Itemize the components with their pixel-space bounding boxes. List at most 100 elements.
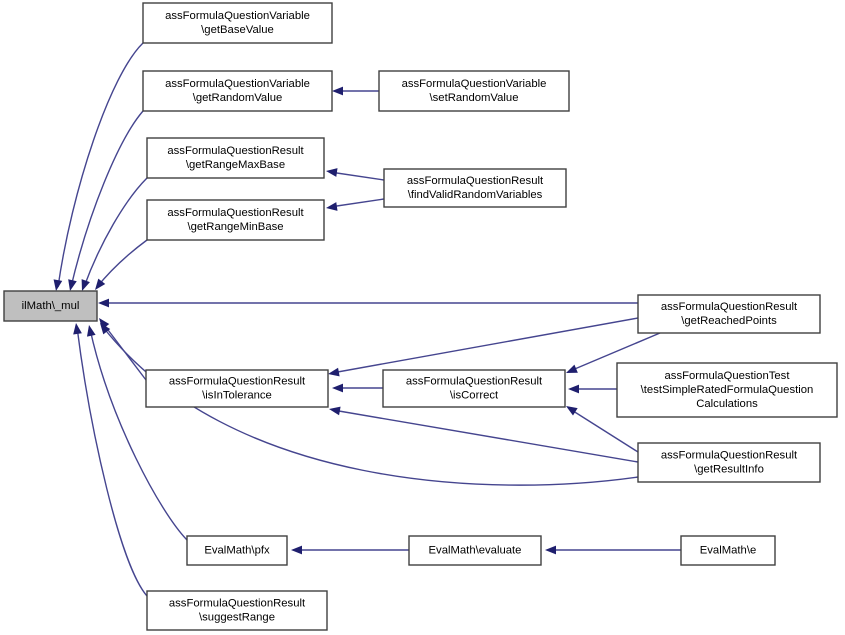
edge-getReachedPoints-to-isInTolerance <box>328 317 639 377</box>
node-label-line: \getRandomValue <box>193 92 283 104</box>
arrow-head-icon <box>329 406 341 416</box>
node-box[interactable] <box>616 362 838 418</box>
edge-findValidRandomVariables-to-getRangeMaxBase <box>326 168 385 181</box>
node-label-line: EvalMath\pfx <box>204 544 270 556</box>
edge-line <box>331 317 639 374</box>
edge-findValidRandomVariables-to-getRangeMinBase <box>326 198 385 211</box>
node-isCorrect[interactable]: assFormulaQuestionResult \isCorrect <box>382 369 566 408</box>
edge-getRandomValue-to-mul <box>68 110 144 291</box>
node-box[interactable] <box>383 168 567 208</box>
edge-line <box>329 171 385 181</box>
node-box[interactable] <box>637 294 821 334</box>
arrow-head-icon <box>81 279 90 291</box>
node-findValidRandomVariables[interactable]: assFormulaQuestionResult \findValidRandom… <box>383 168 567 208</box>
node-label-line: \getBaseValue <box>201 24 274 36</box>
node-suggestRange[interactable]: assFormulaQuestionResult\suggestRange <box>146 590 328 631</box>
node-box[interactable] <box>145 369 329 408</box>
node-box[interactable] <box>382 369 566 408</box>
node-label-line: \getRangeMaxBase <box>186 159 285 171</box>
arrow-head-icon <box>326 168 338 177</box>
node-getBaseValue[interactable]: assFormulaQuestionVariable \getBaseValue <box>142 2 333 44</box>
node-box[interactable] <box>146 199 325 241</box>
arrow-head-icon <box>332 86 343 96</box>
edge-isCorrect-to-isInTolerance <box>332 383 383 393</box>
edge-getReachedPoints-to-mul <box>98 298 638 308</box>
node-label-line: ilMath\_mul <box>22 300 80 312</box>
node-box[interactable] <box>146 137 325 179</box>
arrow-head-icon <box>291 545 302 555</box>
node-label-line: \getRangeMinBase <box>187 221 283 233</box>
arrow-head-icon <box>545 545 556 555</box>
edge-getResultInfo-to-isCorrect <box>566 406 639 453</box>
node-box[interactable] <box>637 442 821 483</box>
node-label-line: \getReachedPoints <box>681 315 777 327</box>
arrow-head-icon <box>566 364 578 373</box>
edge-getRangeMaxBase-to-mul <box>81 177 148 291</box>
node-label-line: Calculations <box>696 398 758 410</box>
node-setRandomValue[interactable]: assFormulaQuestionVariable \setRandomValu… <box>378 70 570 112</box>
node-evaluate[interactable]: EvalMath\evaluate <box>408 535 542 566</box>
node-label-line: assFormulaQuestionResult <box>406 375 543 387</box>
node-label-line: assFormulaQuestionVariable <box>165 78 310 90</box>
node-getRangeMinBase[interactable]: assFormulaQuestionResult\getRangeMinBase <box>146 199 325 241</box>
edge-line <box>76 326 148 597</box>
node-label-line: assFormulaQuestionVariable <box>402 78 547 90</box>
edge-suggestRange-to-mul <box>73 323 148 597</box>
node-box[interactable] <box>146 590 328 631</box>
arrow-head-icon <box>53 279 63 291</box>
node-label-line: assFormulaQuestionResult <box>661 301 798 313</box>
edge-setRandomValue-to-getRandomValue <box>332 86 379 96</box>
node-label-line: assFormulaQuestionResult <box>169 375 306 387</box>
node-label-line: \testSimpleRatedFormulaQuestion <box>641 384 814 396</box>
node-getReachedPoints[interactable]: assFormulaQuestionResult \getReachedPoint… <box>637 294 821 334</box>
edge-evaluate-to-pfx <box>291 545 409 555</box>
node-label-line: assFormulaQuestionTest <box>665 370 791 382</box>
edge-line <box>70 110 144 288</box>
edge-getBaseValue-to-mul <box>53 42 144 291</box>
node-mul[interactable]: ilMath\_mul <box>3 290 98 322</box>
node-box[interactable] <box>142 70 333 112</box>
node-box[interactable] <box>680 535 776 566</box>
edge-line <box>569 332 661 372</box>
edge-line <box>329 198 385 208</box>
edge-line <box>96 239 148 288</box>
node-e[interactable]: EvalMath\e <box>680 535 776 566</box>
node-label-line: EvalMath\e <box>700 544 757 556</box>
nodes-layer: ilMath\_mul assFormulaQuestionVariable \ge… <box>3 2 838 631</box>
node-isInTolerance[interactable]: assFormulaQuestionResult \isInTolerance <box>145 369 329 408</box>
arrow-head-icon <box>100 323 111 335</box>
node-getRandomValue[interactable]: assFormulaQuestionVariable \getRandomValu… <box>142 70 333 112</box>
node-box[interactable] <box>378 70 570 112</box>
node-label-line: \isInTolerance <box>202 389 272 401</box>
edge-pfx-to-mul <box>86 325 188 541</box>
arrow-head-icon <box>568 384 579 394</box>
arrow-head-icon <box>332 383 343 393</box>
edge-line <box>83 177 148 288</box>
node-label-line: \suggestRange <box>199 611 275 623</box>
node-label-line: \findValidRandomVariables <box>408 189 543 201</box>
node-pfx[interactable]: EvalMath\pfx <box>186 535 288 566</box>
node-label-line: assFormulaQuestionVariable <box>165 10 310 22</box>
node-box[interactable] <box>186 535 288 566</box>
node-label-line: \getResultInfo <box>694 463 764 475</box>
edge-e-to-evaluate <box>545 545 681 555</box>
arrow-head-icon <box>326 202 338 211</box>
node-testSimpleRated[interactable]: assFormulaQuestionTest \testSimpleRatedFo… <box>616 362 838 418</box>
edge-line <box>57 42 144 288</box>
node-box[interactable] <box>142 2 333 44</box>
node-box[interactable] <box>3 290 98 322</box>
node-getRangeMaxBase[interactable]: assFormulaQuestionResult\getRangeMaxBase <box>146 137 325 179</box>
edge-line <box>332 409 639 463</box>
arrow-head-icon <box>328 367 340 377</box>
node-box[interactable] <box>408 535 542 566</box>
arrow-head-icon <box>566 406 578 416</box>
edge-getResultInfo-to-isInTolerance <box>329 406 639 463</box>
edge-getReachedPoints-to-isCorrect <box>566 332 661 373</box>
edge-testSimpleRated-to-isCorrect <box>568 384 617 394</box>
node-getResultInfo[interactable]: assFormulaQuestionResult\getResultInfo <box>637 442 821 483</box>
node-label-line: \setRandomValue <box>430 92 519 104</box>
node-label-line: assFormulaQuestionResult <box>407 175 544 187</box>
node-label-line: \isCorrect <box>450 389 499 401</box>
